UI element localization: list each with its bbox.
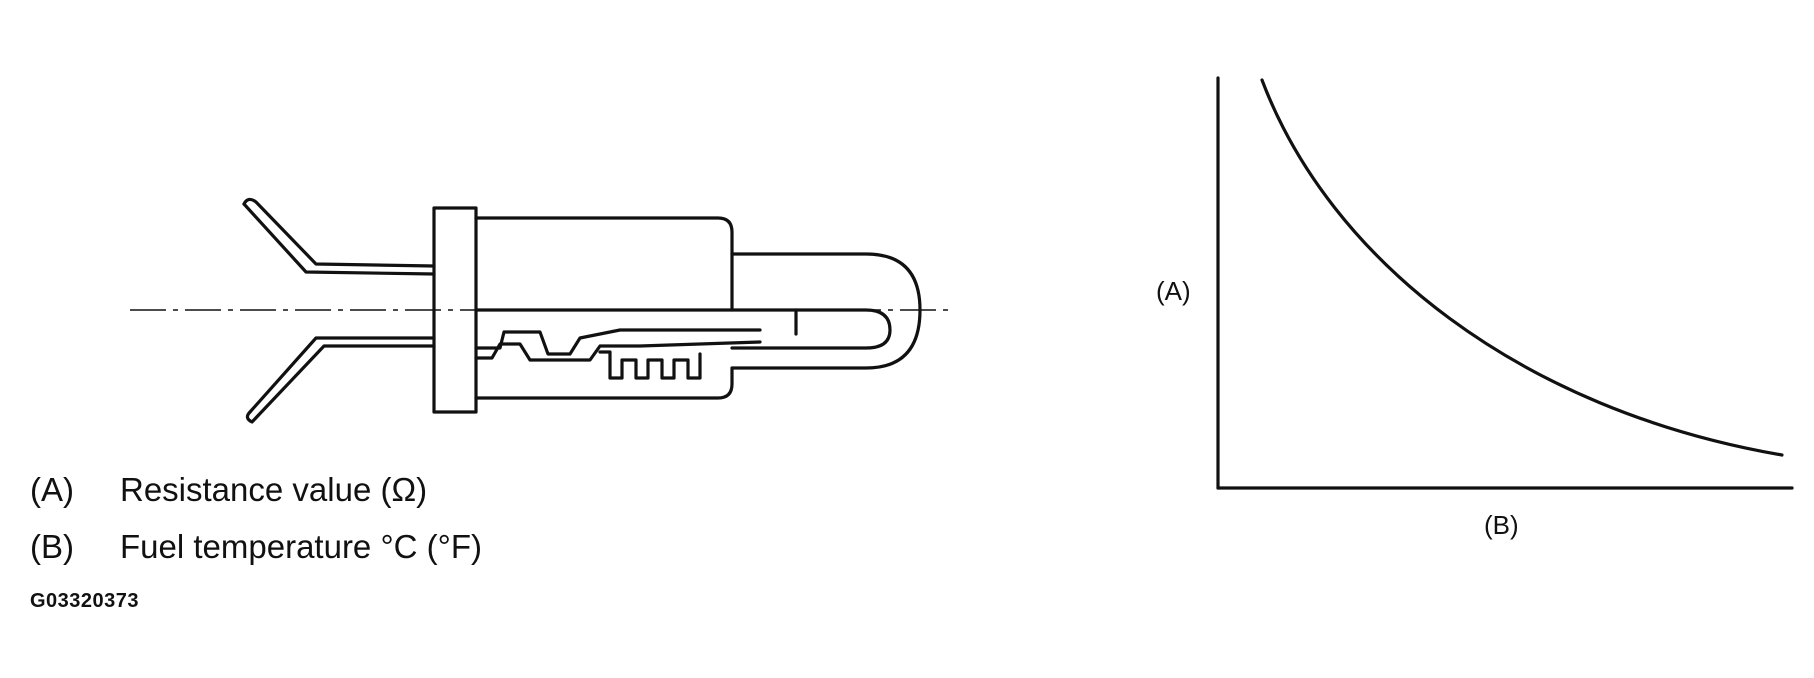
legend-text-b: Fuel temperature °C (°F) (120, 528, 482, 565)
legend-key-b: (B) (30, 528, 74, 565)
upper-terminal-edge (242, 202, 436, 276)
inner-tube (474, 308, 892, 350)
sensor-flange (432, 206, 478, 414)
sensor-element-comb (598, 350, 702, 380)
resistance-curve (1260, 78, 1784, 457)
upper-terminal (242, 197, 436, 268)
fuel-temperature-sensor-drawing (130, 197, 955, 424)
resistance-temperature-graph (1216, 76, 1794, 490)
lower-terminal (245, 344, 436, 424)
lower-terminal-edge (248, 336, 436, 414)
figure-code: G03320373 (30, 590, 140, 612)
sensor-body (474, 216, 922, 400)
legend-item-b: (B) Fuel temperature °C (°F) (30, 527, 482, 567)
legend-text-a: Resistance value (Ω) (120, 471, 428, 508)
legend-key-a: (A) (30, 471, 74, 508)
legend-item-a: (A) Resistance value (Ω) (30, 470, 427, 510)
y-axis-label: (A) (1156, 276, 1191, 306)
inner-wire-lower (474, 340, 762, 362)
x-axis-label: (B) (1484, 510, 1519, 540)
